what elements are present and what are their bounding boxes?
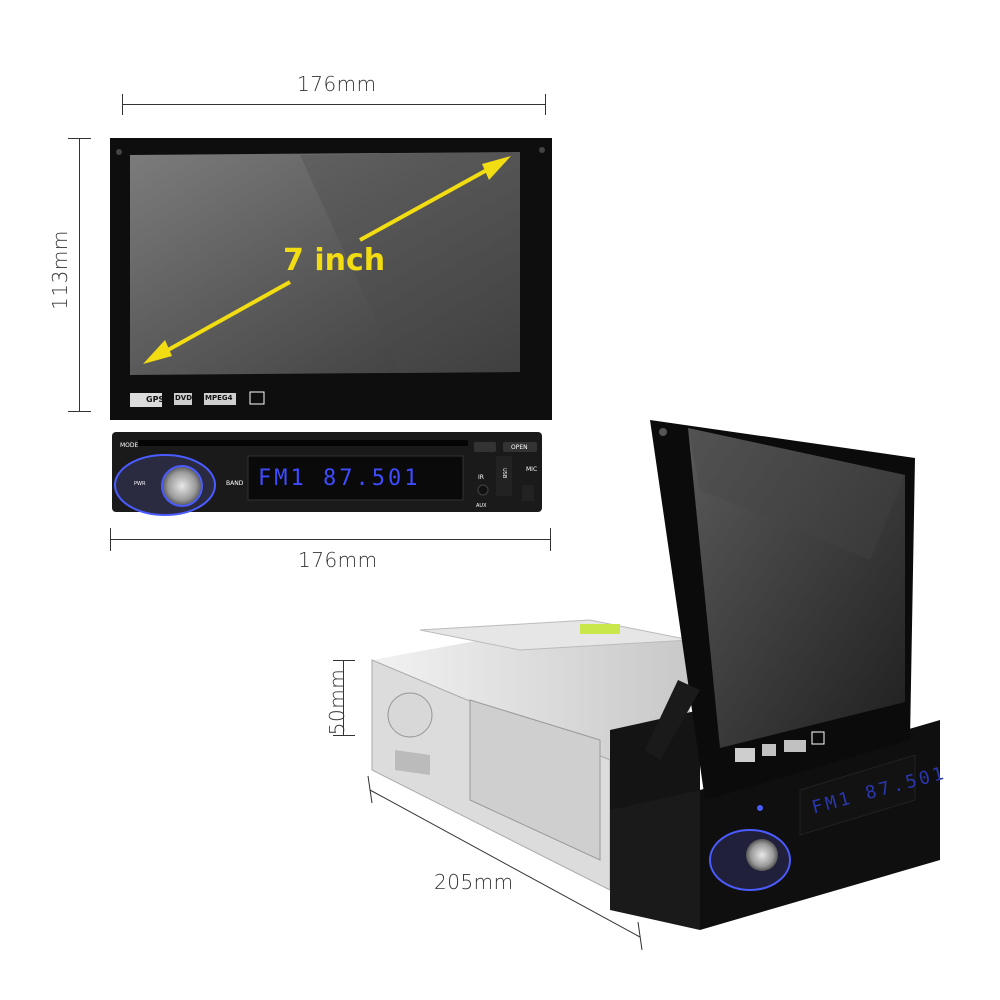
mode-button-label: MODE <box>120 442 139 449</box>
pwr-button-label: PWR <box>134 481 146 487</box>
bottom-width-tick-right <box>550 528 551 551</box>
height-tick-bottom <box>68 411 91 412</box>
screen-size-label: 7 inch <box>283 243 386 278</box>
bottom-width-label: 176mm <box>298 548 378 572</box>
top-width-label: 176mm <box>297 72 377 96</box>
height-tick-top <box>68 138 91 139</box>
open-button-label: OPEN <box>511 444 528 451</box>
depth-height-tick-top <box>333 660 355 661</box>
gps-logo: GPS <box>146 395 165 404</box>
usb-label: USB <box>501 468 507 479</box>
height-line <box>79 138 80 412</box>
bottom-width-line <box>110 539 550 540</box>
depth-height-line <box>343 660 344 736</box>
ir-label: IR <box>478 474 484 481</box>
display-text: FM1 87.501 <box>258 466 421 491</box>
depth-height-tick-bottom <box>333 735 355 736</box>
dvd-logo: DVD <box>175 394 193 402</box>
mpeg4-logo: MPEG4 <box>205 394 233 402</box>
top-width-tick-right <box>545 94 546 115</box>
band-button-label: BAND <box>226 480 244 487</box>
top-width-tick-left <box>122 94 123 115</box>
mic-label: MIC <box>526 466 538 473</box>
bottom-width-tick-left <box>110 528 111 551</box>
aux-label: AUX <box>476 503 487 509</box>
top-width-line <box>122 104 546 105</box>
length-label: 205mm <box>434 870 514 894</box>
